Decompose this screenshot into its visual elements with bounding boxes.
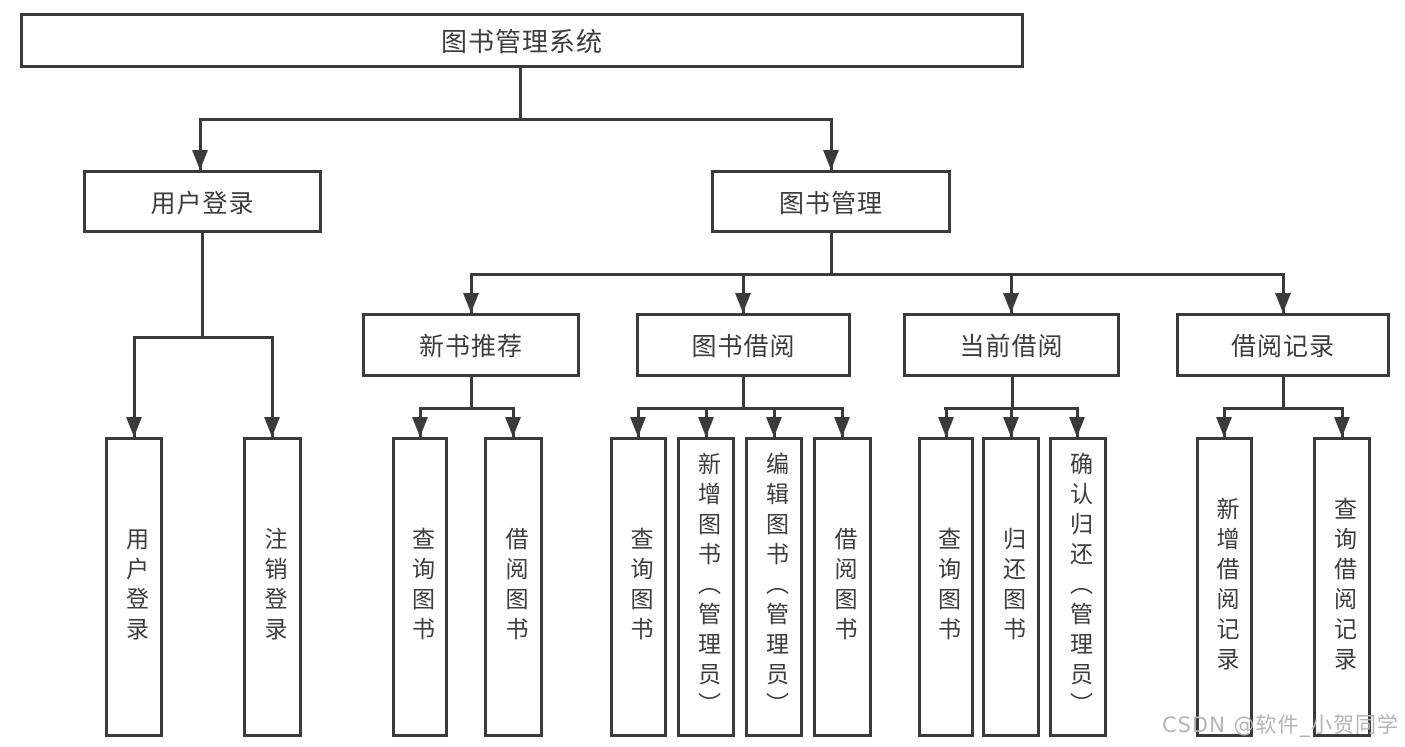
node-book-borrow: 图书借阅 [636,313,851,377]
leaf-return-book: 归还图书 [982,437,1040,737]
arrowhead-down-icon [766,417,782,437]
arrowhead-down-icon [630,417,646,437]
arrowhead-down-icon [834,417,850,437]
connector-line-horizontal [470,273,1285,276]
arrowhead-down-icon [1003,293,1019,313]
connector-line-horizontal [944,407,1079,410]
connector-line-vertical [1011,377,1014,409]
node-user-login: 用户登录 [83,170,322,233]
leaf-add-borrow-record: 新增借阅记录 [1196,437,1253,737]
connector-line-vertical [271,336,274,437]
arrowhead-down-icon [938,417,954,437]
node-book-management: 图书管理 [711,170,951,233]
connector-line-vertical [1282,377,1285,409]
connector-line-horizontal [199,118,833,121]
leaf-borrow-book-1: 借阅图书 [484,437,543,737]
leaf-borrow-book-2: 借阅图书 [813,437,872,737]
connector-line-vertical [830,118,833,170]
arrowhead-down-icon [1275,293,1291,313]
leaf-edit-book-admin: 编辑图书（管理员） [745,437,803,737]
connector-line-vertical [519,66,522,120]
csdn-watermark: CSDN @软件_小贺同学 [1161,713,1399,737]
node-library-management-system: 图书管理系统 [20,13,1024,68]
connector-line-horizontal [637,407,844,410]
leaf-query-book-2: 查询图书 [610,437,667,737]
connector-line-vertical [470,377,473,409]
arrowhead-down-icon [823,150,839,170]
arrowhead-down-icon [1216,417,1232,437]
connector-line-vertical [830,233,833,275]
leaf-query-book-3: 查询图书 [918,437,974,737]
leaf-query-borrow-record: 查询借阅记录 [1313,437,1371,737]
leaf-logout: 注销登录 [243,437,302,737]
arrowhead-down-icon [698,417,714,437]
node-new-book-recommend: 新书推荐 [362,313,580,377]
arrowhead-down-icon [1334,417,1350,437]
connector-line-vertical [742,377,745,409]
connector-line-vertical [133,336,136,437]
leaf-user-login: 用户登录 [105,437,163,737]
arrowhead-down-icon [463,293,479,313]
connector-line-vertical [201,233,204,338]
arrowhead-down-icon [1003,417,1019,437]
leaf-add-book-admin: 新增图书（管理员） [677,437,735,737]
leaf-confirm-return-admin: 确认归还（管理员） [1049,437,1107,737]
connector-line-horizontal [419,407,515,410]
connector-line-vertical [199,118,202,170]
arrowhead-down-icon [412,417,428,437]
arrowhead-down-icon [126,417,142,437]
connector-line-horizontal [1223,407,1344,410]
node-borrow-record: 借阅记录 [1176,313,1390,377]
arrowhead-down-icon [505,417,521,437]
connector-line-horizontal [133,336,274,339]
arrowhead-down-icon [192,150,208,170]
node-current-borrow: 当前借阅 [903,313,1120,377]
arrowhead-down-icon [735,293,751,313]
arrowhead-down-icon [1069,417,1085,437]
leaf-query-book-1: 查询图书 [392,437,448,737]
arrowhead-down-icon [264,417,280,437]
